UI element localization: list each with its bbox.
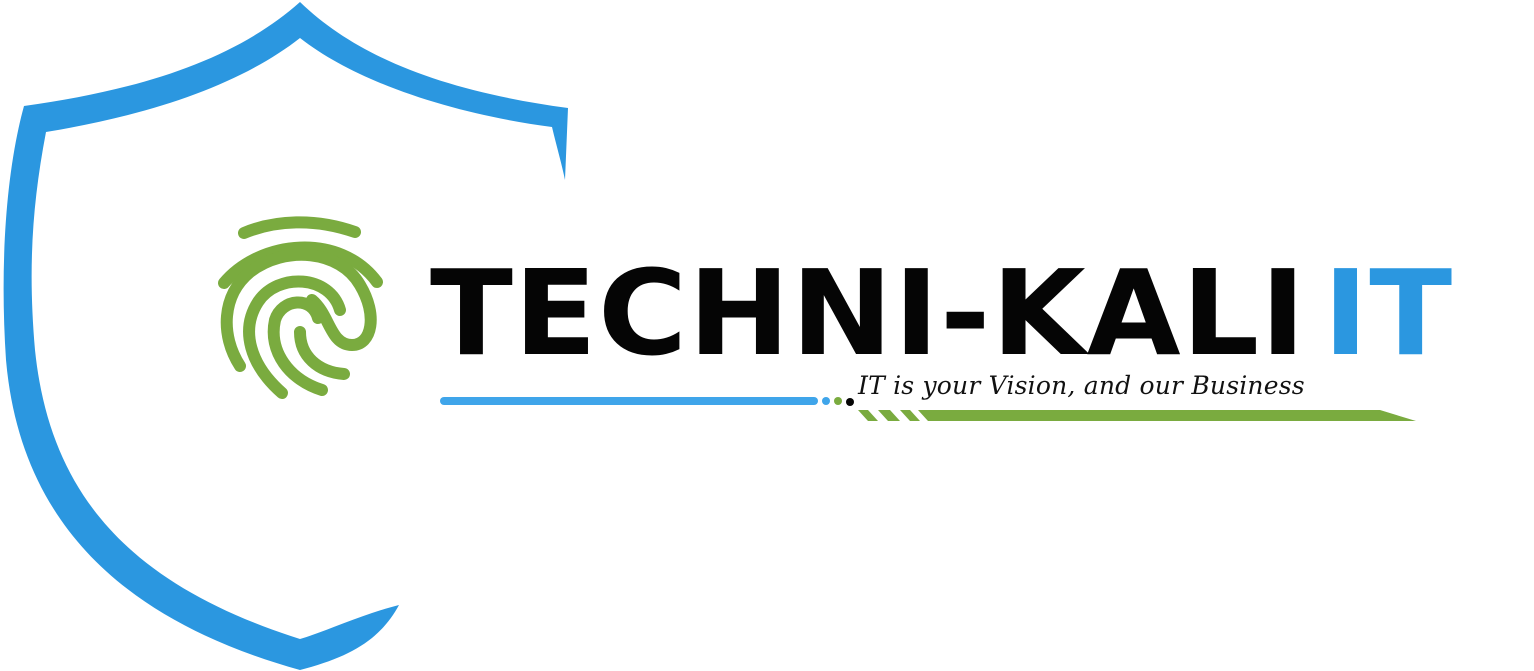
tagline-underline	[440, 397, 1416, 421]
brand-tagline: IT is your Vision, and our Business	[858, 371, 1305, 400]
brand-name-main: TECHNI-KALI	[430, 244, 1307, 382]
fingerprint-icon	[218, 216, 383, 399]
brand-title: TECHNI-KALI IT	[430, 244, 1452, 382]
brand-name-accent: IT	[1323, 244, 1454, 382]
